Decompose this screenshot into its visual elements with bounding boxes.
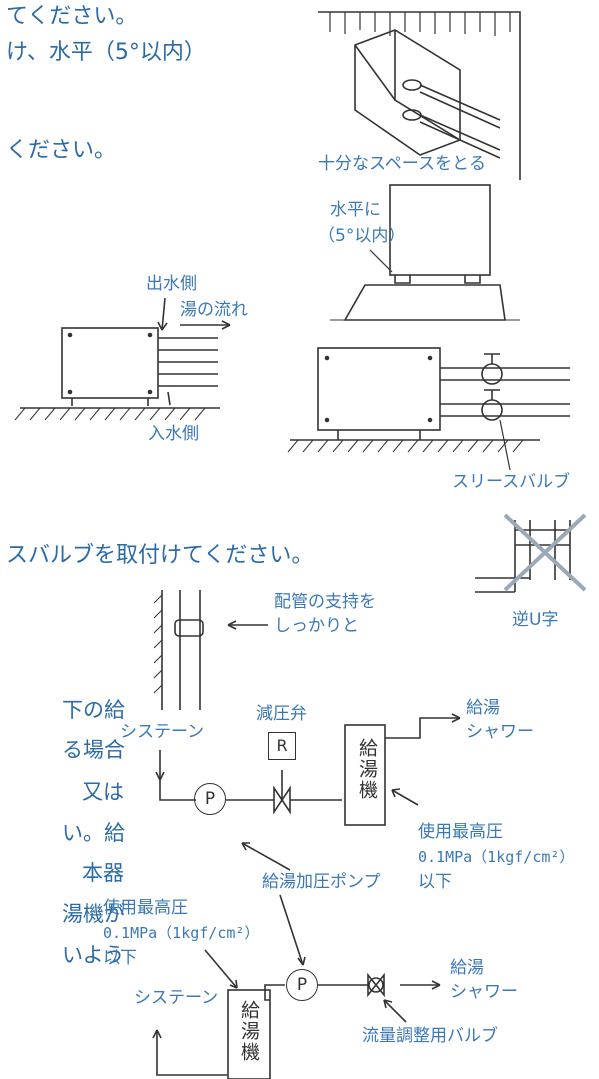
three-way-valve-label: スリースバルブ <box>452 472 571 492</box>
paragraph-line-4: い。給 <box>62 821 125 845</box>
body-text-line-1: てください。 <box>6 4 138 29</box>
max-pressure-label-right: 使用最高圧 <box>418 822 503 842</box>
body-text-line-4: スバルブを取付けてください。 <box>6 543 314 568</box>
paragraph-line-1: 下の給 <box>62 698 125 722</box>
or-less-label-left: 以下 <box>103 948 137 968</box>
body-text-line-3: ください。 <box>6 138 117 163</box>
level-caption-1: 水平に <box>330 200 381 220</box>
paragraph-line-5: 本器 <box>82 861 124 885</box>
inlet-side-label: 入水側 <box>148 424 199 444</box>
max-pressure-label-left: 使用最高圧 <box>103 898 188 918</box>
or-less-label-right: 以下 <box>418 872 452 892</box>
shower-label-upper: シャワー <box>466 722 534 742</box>
reverse-u-label: 逆U字 <box>512 610 559 630</box>
cistern-label-lower: システーン <box>134 988 219 1008</box>
pipe-support-illustration <box>153 590 268 710</box>
pressure-spec-left: 0.1MPa（1kgf/cm²） <box>103 924 260 942</box>
hot-water-label-upper: 給湯 <box>466 698 500 718</box>
space-caption: 十分なスペースをとる <box>318 154 486 174</box>
paragraph-line-2: る場合 <box>62 738 125 762</box>
pump-symbol-lower: P <box>286 969 318 1001</box>
pump-symbol-upper: P <box>194 783 226 815</box>
level-unit-illustration <box>330 184 520 321</box>
wall-unit-illustration <box>318 11 521 180</box>
heater-label-lower: 給湯機 <box>238 1000 260 1063</box>
pressure-valve-label: 減圧弁 <box>256 704 307 724</box>
body-text-line-2: け、水平（5°以内） <box>6 40 206 65</box>
upper-piping-diagram <box>155 713 461 966</box>
valve-unit-illustration <box>287 347 570 471</box>
level-caption-2: （5°以内） <box>318 226 406 246</box>
side-unit-illustration <box>14 297 231 421</box>
pressure-valve-symbol: R <box>268 732 296 760</box>
paragraph-line-6: 湯機が <box>62 902 125 926</box>
pipe-support-label-1: 配管の支持を <box>274 592 376 612</box>
paragraph-line-3: 又は <box>82 780 124 804</box>
hot-water-label-lower: 給湯 <box>450 958 484 978</box>
outlet-side-label: 出水側 <box>146 274 197 294</box>
heater-label-upper: 給湯機 <box>356 738 378 801</box>
pressure-spec-right: 0.1MPa（1kgf/cm²） <box>418 848 575 866</box>
cistern-label-upper: システーン <box>120 722 205 742</box>
shower-label-lower: シャワー <box>450 982 518 1002</box>
booster-pump-label: 給湯加圧ポンプ <box>262 872 381 892</box>
pipe-support-label-2: しっかりと <box>274 616 359 636</box>
lower-piping-diagram <box>152 949 441 1079</box>
paragraph-line-7: いよう <box>62 943 125 967</box>
reverse-u-illustration <box>475 513 587 593</box>
hot-flow-label: 湯の流れ <box>180 300 248 320</box>
flow-valve-label: 流量調整用バルブ <box>362 1026 498 1046</box>
